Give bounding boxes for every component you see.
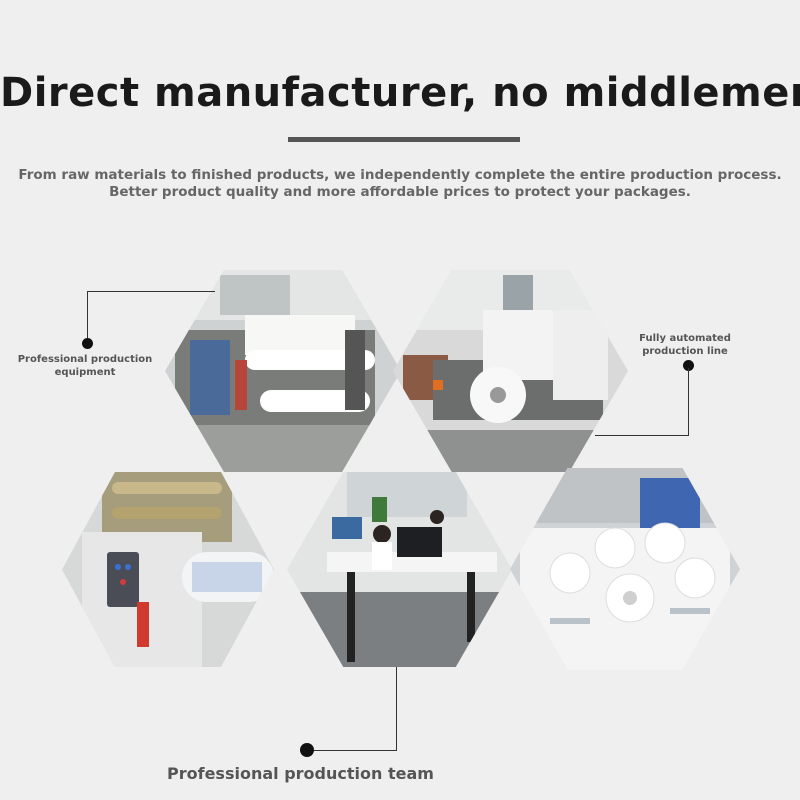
slitting-machine-photo bbox=[62, 472, 274, 667]
callout-line-automated bbox=[688, 368, 689, 435]
callout-line-team bbox=[396, 667, 397, 750]
callout-line-team bbox=[310, 750, 397, 751]
callout-dot-equipment bbox=[82, 338, 93, 349]
finished-rolls-photo bbox=[510, 468, 740, 670]
callout-equipment: Professional production equipment bbox=[17, 354, 153, 378]
title-divider bbox=[288, 137, 520, 142]
automated-line-photo bbox=[393, 270, 628, 472]
callout-line-equipment bbox=[87, 291, 215, 292]
callout-automated: Fully automated production line bbox=[639, 333, 731, 357]
production-team-photo bbox=[287, 472, 512, 667]
callout-team: Professional production team bbox=[167, 764, 434, 783]
callout-line-automated bbox=[595, 435, 689, 436]
callout-dot-automated bbox=[683, 360, 694, 371]
page-title: Direct manufacturer, no middlemen bbox=[0, 70, 800, 116]
callout-dot-team bbox=[300, 743, 314, 757]
intro-text: From raw materials to finished products,… bbox=[18, 167, 782, 200]
callout-line-equipment bbox=[87, 291, 88, 341]
production-equipment-photo bbox=[165, 270, 401, 472]
